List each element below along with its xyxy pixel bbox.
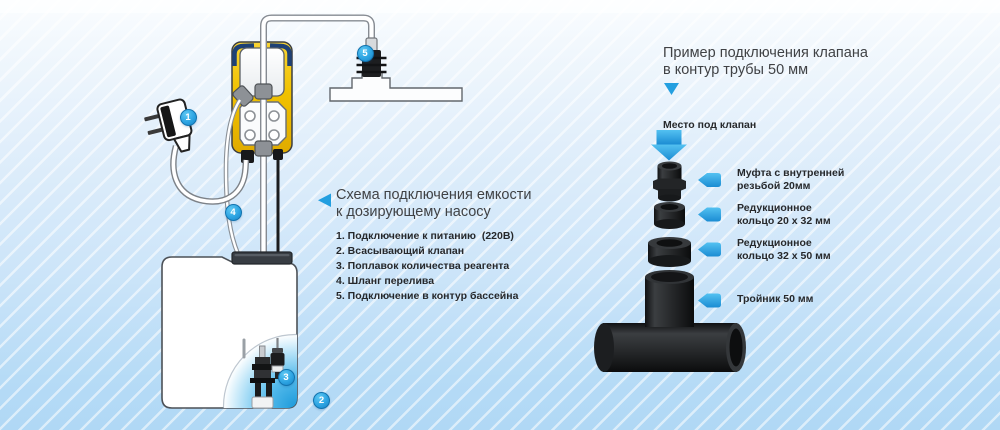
valve-slot-label: Место под клапан	[663, 119, 757, 131]
pool-pipe-tee	[329, 71, 463, 102]
right-diagram-title: Пример подключения клапана в контур труб…	[663, 45, 868, 78]
label-arrow-icons	[698, 173, 721, 308]
reduction-ring-20x32	[654, 202, 685, 229]
legend-item: 1. Подключение к питанию (220В)	[336, 230, 514, 242]
pump-fittings	[232, 83, 273, 157]
tee-50mm	[594, 270, 746, 372]
overflow-hose	[223, 98, 242, 255]
label-arrow-icon	[698, 207, 721, 222]
legend-item: 5. Подключение в контур бассейна	[336, 290, 519, 302]
label-arrow-icon	[698, 293, 721, 308]
legend-item: 4. Шланг перелива	[336, 275, 435, 287]
part-label-ring-20x32: Редукционное кольцо 20 x 32 мм	[737, 202, 831, 227]
part-label-tee: Тройник 50 мм	[737, 293, 814, 305]
dosing-tube	[260, 14, 375, 258]
part-label-coupling: Муфта с внутренней резьбой 20мм	[737, 167, 845, 192]
legend-item: 3. Поплавок количества реагента	[336, 260, 510, 272]
label-arrow-icon	[698, 173, 721, 187]
valve-slot-arrow-icon	[651, 130, 687, 161]
coupling-20mm	[653, 161, 686, 202]
tank-cap	[231, 251, 293, 265]
power-cord	[170, 145, 250, 205]
callout-badge-1: 1	[179, 108, 197, 126]
power-plug	[144, 98, 193, 153]
down-arrow-icon	[664, 83, 679, 95]
callout-badge-3: 3	[277, 368, 295, 386]
callout-badge-2: 2	[313, 392, 330, 409]
pump-connectors	[241, 149, 283, 257]
left-diagram-legend: 1. Подключение к питанию (220В) 2. Всасы…	[336, 229, 596, 304]
label-arrow-icon	[698, 242, 721, 257]
callout-badge-4: 4	[224, 203, 242, 221]
callout-badge-5: 5	[356, 44, 374, 62]
suction-foot-valve	[250, 345, 275, 409]
top-light-band	[0, 0, 1000, 13]
reduction-ring-32x50	[648, 237, 691, 267]
legend-item: 2. Всасывающий клапан	[336, 245, 465, 257]
left-diagram-title: Схема подключения емкости к дозирующему …	[336, 187, 532, 220]
part-label-ring-32x50: Редукционное кольцо 32 x 50 мм	[737, 237, 831, 262]
left-arrow-icon	[318, 193, 331, 207]
